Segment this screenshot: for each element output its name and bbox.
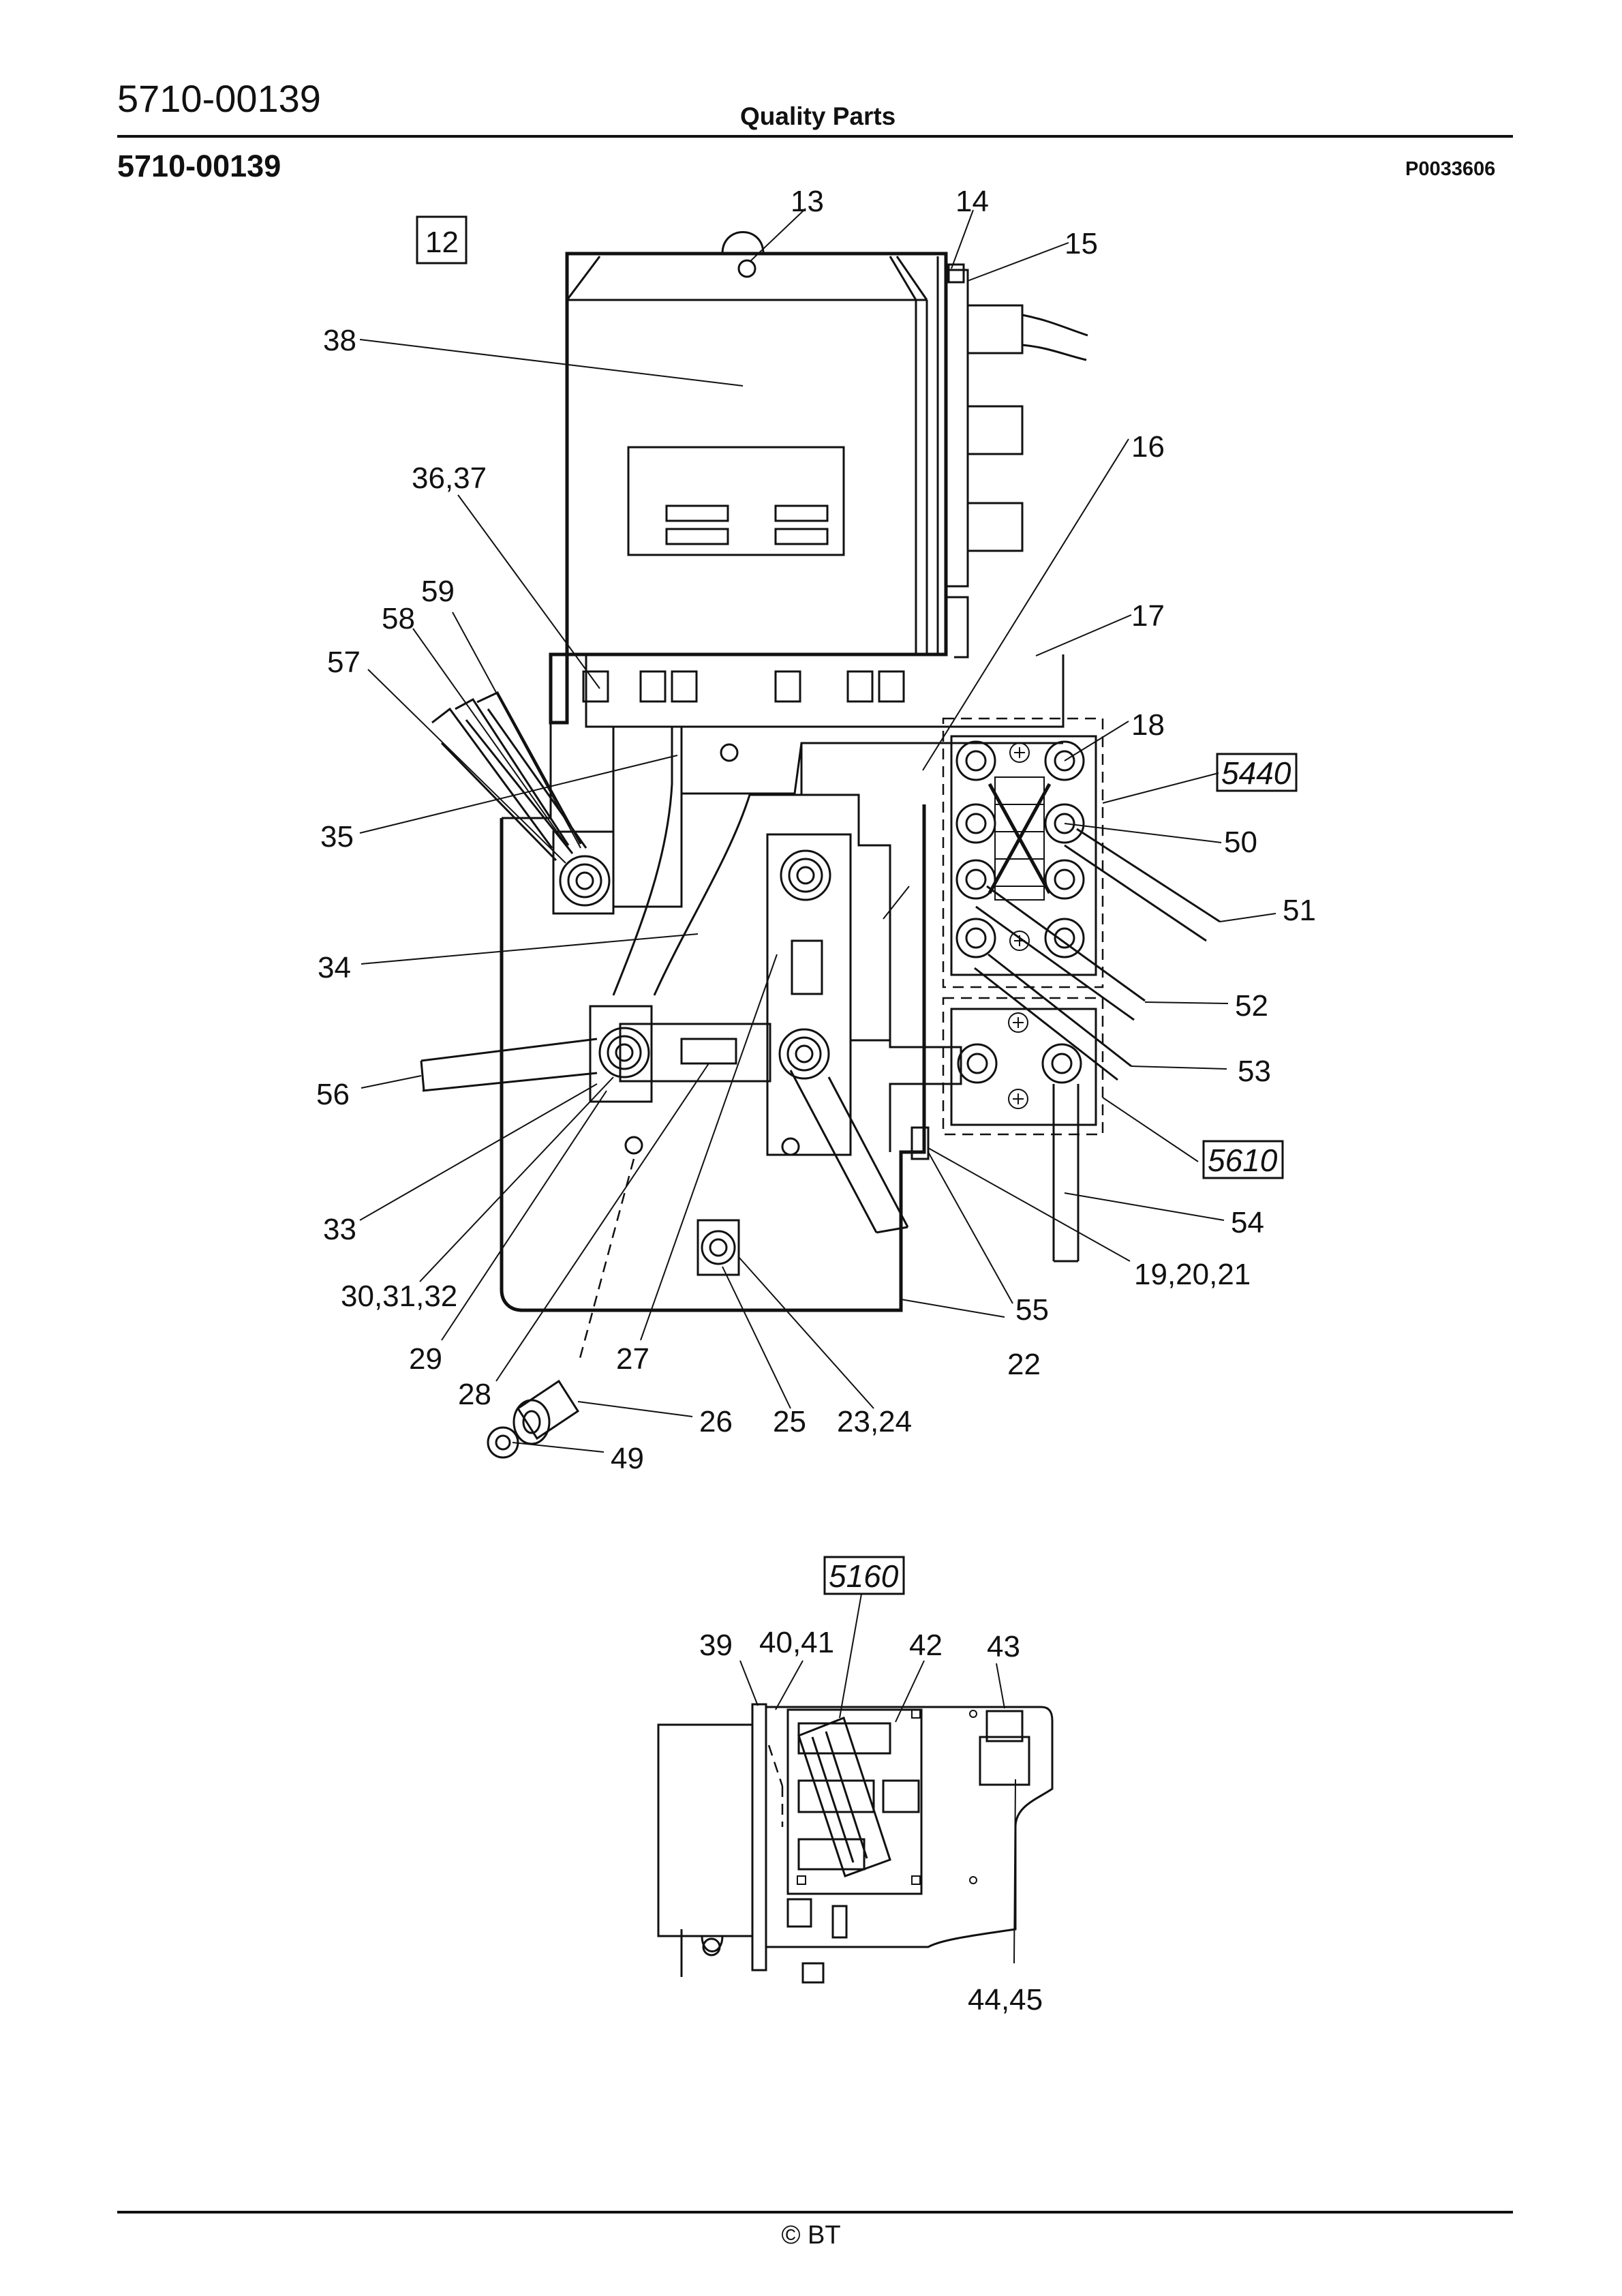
callout-22: 22 [1007, 1348, 1041, 1381]
callout-26: 26 [699, 1405, 733, 1438]
ref-box-5610 [1202, 1140, 1284, 1179]
display-module [657, 1703, 1054, 1984]
callout-36-37: 36,37 [412, 462, 487, 495]
callout-34: 34 [318, 951, 351, 984]
center-busbar [420, 833, 962, 1234]
callout-59: 59 [421, 575, 455, 608]
leader-lines-main [359, 208, 1276, 1453]
callout-53: 53 [1238, 1055, 1271, 1088]
callout-43: 43 [987, 1630, 1020, 1663]
callout-51: 51 [1283, 894, 1316, 927]
callout-38: 38 [323, 324, 356, 357]
bushing-and-nut [487, 1158, 635, 1459]
callout-30-32: 30,31,32 [341, 1280, 457, 1313]
callout-25: 25 [773, 1405, 806, 1438]
callout-50: 50 [1224, 826, 1257, 859]
callout-40-41: 40,41 [759, 1626, 834, 1659]
leader-lines-detail [739, 1593, 1016, 1964]
group-label-12: 12 [425, 226, 459, 259]
callout-58: 58 [382, 602, 415, 635]
group-box-12 [416, 215, 468, 265]
main-assembly: 12 [316, 185, 1316, 1475]
ref-box-5160 [823, 1556, 905, 1595]
callout-56: 56 [316, 1078, 350, 1111]
footer-divider [117, 2211, 1513, 2214]
diagram-reference: P0033606 [1405, 158, 1496, 180]
callout-17: 17 [1131, 599, 1165, 633]
callout-29: 29 [409, 1342, 442, 1376]
callout-28: 28 [458, 1378, 491, 1411]
callout-49: 49 [611, 1442, 644, 1475]
callout-16: 16 [1131, 430, 1165, 464]
contactor-5610 [942, 953, 1132, 1263]
callout-39: 39 [699, 1629, 733, 1662]
base-plate [500, 723, 1063, 1312]
callout-27: 27 [616, 1342, 649, 1376]
callout-55: 55 [1015, 1293, 1049, 1327]
header-part-code: 5710-00139 [117, 77, 321, 120]
header-divider [117, 135, 1513, 138]
ref-label-5160: 5160 [829, 1558, 899, 1594]
detail-5160: 5160 [657, 1556, 1054, 2016]
callout-35: 35 [320, 820, 354, 854]
footer-copyright: © BT [781, 2221, 841, 2250]
controller-housing [549, 231, 1088, 728]
header-title: Quality Parts [740, 102, 896, 130]
ref-label-5610: 5610 [1208, 1143, 1278, 1178]
callout-13: 13 [791, 185, 824, 218]
left-stud-terminal [431, 691, 615, 915]
ref-box-5440 [1216, 753, 1298, 792]
callout-23-24: 23,24 [837, 1405, 912, 1438]
callout-54: 54 [1231, 1206, 1264, 1239]
callout-42: 42 [909, 1629, 943, 1662]
callout-44-45: 44,45 [968, 1983, 1043, 2016]
fuse-box-5440 [942, 717, 1221, 1021]
callout-15: 15 [1065, 227, 1098, 260]
callout-57: 57 [327, 646, 361, 679]
callout-18: 18 [1131, 708, 1165, 742]
callout-19-21: 19,20,21 [1134, 1258, 1251, 1291]
ref-label-5440: 5440 [1221, 755, 1291, 791]
callout-52: 52 [1235, 989, 1268, 1023]
callout-33: 33 [323, 1213, 356, 1246]
diagram-part-code: 5710-00139 [117, 149, 281, 183]
callout-14: 14 [955, 185, 989, 218]
